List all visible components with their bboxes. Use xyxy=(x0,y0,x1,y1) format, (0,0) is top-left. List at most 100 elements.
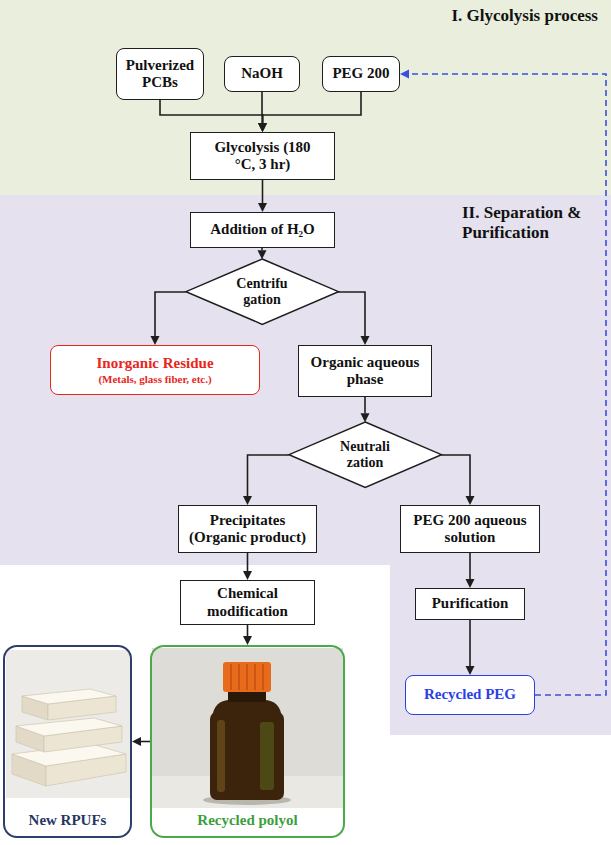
connector xyxy=(466,553,475,588)
node-label: Purification xyxy=(432,595,509,612)
arrow-head xyxy=(361,336,370,345)
diamond-shape xyxy=(289,422,441,487)
connector xyxy=(258,92,361,132)
residue-box: Inorganic Residue(Metals, glass fiber, e… xyxy=(50,345,260,395)
connector-line xyxy=(247,625,249,636)
node-label: Inorganic Residue xyxy=(96,355,213,372)
node-label: Recycled PEG xyxy=(424,686,516,703)
node-label: Recycled polyol xyxy=(197,812,297,829)
title-holder: I. Glycolysis process xyxy=(430,6,598,26)
node-label: Organic aqueous phase xyxy=(305,354,425,389)
arrow-head xyxy=(466,579,475,588)
node-label: Centrifu gation xyxy=(231,276,293,308)
diamond-shape xyxy=(186,259,338,324)
product-photo-box: Recycled polyol xyxy=(150,645,345,838)
connector-line xyxy=(262,180,264,203)
arrow-head xyxy=(466,666,475,675)
arrow-head xyxy=(151,336,160,345)
input-box: NaOH xyxy=(224,56,300,92)
stage-band: I. Glycolysis processPulverized PCBs NaOH… xyxy=(0,0,611,195)
connector-line xyxy=(338,292,365,336)
connector-line xyxy=(469,620,471,666)
arrow-head xyxy=(361,413,370,422)
band-shape xyxy=(0,195,611,735)
connector xyxy=(441,455,474,505)
connector-line xyxy=(155,292,186,336)
node-label: New RPUFs xyxy=(29,812,107,829)
product-photo-box: New RPUFs xyxy=(3,645,132,838)
stage-title: II. Separation & Purification xyxy=(462,203,602,242)
arrow-head xyxy=(243,496,252,505)
arrow-head xyxy=(466,496,475,505)
node-label: PEG 200 aqueous solution xyxy=(407,512,533,547)
bottle-photo xyxy=(152,648,343,808)
process-box: Glycolysis (180 °C, 3 hr) xyxy=(190,132,335,180)
node-label: Precipitates (Organic product) xyxy=(185,512,311,547)
bottle-highlight xyxy=(217,720,225,792)
process-box: PEG 200 aqueous solution xyxy=(400,505,540,553)
node-label: Neutrali zation xyxy=(334,439,396,471)
foam-slab xyxy=(22,689,116,704)
bottle-shoulder xyxy=(212,700,282,718)
arrow-head xyxy=(258,250,267,259)
foam-photo xyxy=(6,650,130,798)
decision-diamond: Neutrali zation xyxy=(289,422,441,487)
bottle-body xyxy=(210,712,284,800)
connector-line xyxy=(248,455,289,496)
arrow-head xyxy=(132,737,141,746)
photo-background xyxy=(152,648,343,808)
connector xyxy=(132,737,150,746)
process-box: Chemical modification xyxy=(180,580,315,625)
connector xyxy=(258,92,267,132)
connector xyxy=(243,553,252,580)
decision-diamond: Centrifu gation xyxy=(186,259,338,324)
connector-line xyxy=(261,248,263,250)
connector-line xyxy=(141,741,150,743)
stage-band: II. Separation & Purification Addition of… xyxy=(0,195,611,735)
connector-line xyxy=(247,553,249,571)
connector xyxy=(466,620,475,675)
node-label: Chemical modification xyxy=(193,585,303,620)
node-note: (Metals, glass fiber, etc.) xyxy=(98,373,211,386)
node-label: Glycolysis (180 °C, 3 hr) xyxy=(211,139,315,174)
connector xyxy=(243,455,289,505)
cap-ridge xyxy=(230,664,232,690)
cap-ridge xyxy=(238,664,240,690)
connector xyxy=(400,70,606,696)
connector xyxy=(243,625,252,645)
stage-title: I. Glycolysis process xyxy=(430,6,598,26)
arrow-head xyxy=(258,123,267,132)
cap-ridge xyxy=(254,664,256,690)
connector xyxy=(258,180,267,212)
foam-slab xyxy=(16,718,122,736)
process-box: Precipitates (Organic product) xyxy=(178,505,317,553)
connector xyxy=(258,248,267,259)
cap-ridge xyxy=(262,664,264,690)
liquid-tint xyxy=(260,722,274,790)
connector-line xyxy=(160,100,263,123)
connector xyxy=(151,292,186,345)
process-box: Addition of H₂O xyxy=(190,212,335,248)
input-box: PEG 200 xyxy=(322,56,400,92)
connector-line xyxy=(263,92,362,123)
input-box: Pulverized PCBs xyxy=(116,48,204,100)
arrow-head xyxy=(243,636,252,645)
arrow-head xyxy=(258,203,267,212)
node-label: PEG 200 xyxy=(332,65,389,82)
connector xyxy=(160,100,267,132)
process-box: Organic aqueous phase xyxy=(298,345,432,397)
connector-line xyxy=(364,397,366,413)
node-label: Pulverized PCBs xyxy=(123,57,197,92)
connector xyxy=(361,397,370,422)
node-label: Addition of H₂O xyxy=(210,221,315,238)
arrow-head xyxy=(258,123,267,132)
arrow-head xyxy=(243,571,252,580)
connector-line xyxy=(469,553,471,579)
connector xyxy=(338,292,369,345)
bottle-cap xyxy=(223,662,271,692)
photo-background xyxy=(6,650,130,798)
cap-ridge xyxy=(246,664,248,690)
connector-line xyxy=(409,74,606,695)
